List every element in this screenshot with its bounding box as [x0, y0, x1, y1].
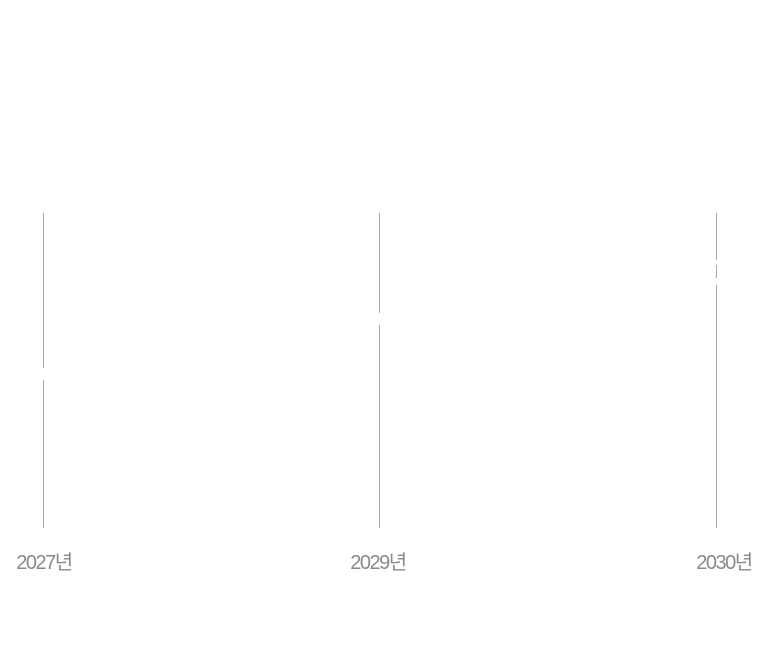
timeline-label-2029: 2029년 — [350, 552, 407, 574]
line-gap — [715, 260, 718, 265]
line-gap — [42, 368, 45, 380]
timeline-marker-line-2030 — [715, 213, 718, 528]
line-gap — [715, 278, 718, 285]
line-gap — [378, 313, 381, 325]
timeline-label-2027: 2027년 — [16, 552, 73, 574]
timeline-marker-line-2027 — [42, 213, 45, 528]
timeline-marker-line-2029 — [378, 213, 381, 528]
timeline-label-2030: 2030년 — [696, 552, 753, 574]
